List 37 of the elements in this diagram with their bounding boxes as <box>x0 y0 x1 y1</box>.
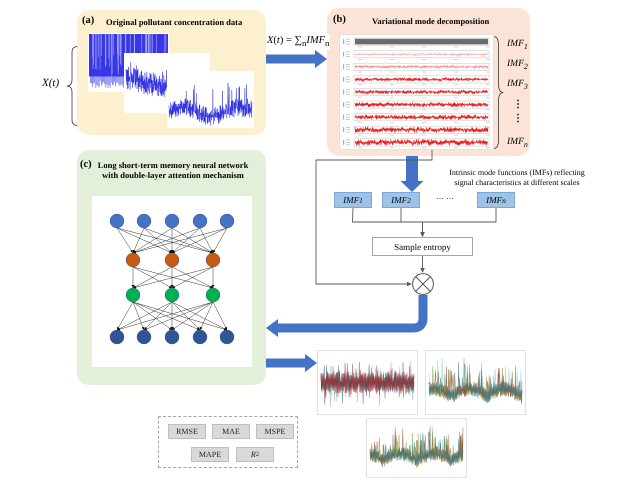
line-chart-picture <box>317 350 418 415</box>
block-arrow <box>266 295 428 337</box>
connector-arrow <box>420 256 425 273</box>
metric-chip: RMSE <box>168 424 206 439</box>
ellipsis: ⋮ <box>513 113 523 125</box>
metric-chip: MSPE <box>256 424 294 439</box>
imf-label: IMF$_{1}$ <box>507 39 528 51</box>
block-arrow <box>266 354 317 372</box>
panel-label: (b) <box>333 14 346 26</box>
panel <box>77 10 266 135</box>
line-chart-picture <box>425 350 526 415</box>
metric-chip: MAE <box>212 424 250 439</box>
signal-plots-picture <box>339 34 494 150</box>
annotation-text: Intrinsic mode functions (IMFs) reflecting signal characteristics at different scales <box>448 168 586 188</box>
process-box: Sample entropy <box>372 237 473 256</box>
panel-label: (c) <box>80 159 92 171</box>
ellipsis: ··· ··· <box>436 194 454 203</box>
panel-title: Original pollutant concentration data <box>106 17 242 27</box>
block-arrow <box>266 50 327 68</box>
imf-label: IMF$_{n}$ <box>507 137 528 149</box>
panel <box>327 8 530 156</box>
variable-label: X(t) <box>42 77 60 90</box>
connector-arrow <box>420 208 496 237</box>
panel-label: (a) <box>82 15 94 27</box>
panel-title: Variational mode decomposition <box>372 16 490 26</box>
multiply-symbol <box>412 273 434 295</box>
block-arrow <box>400 156 424 192</box>
imf-label: IMF$_{2}$ <box>507 59 528 71</box>
panel-title: Long short-term memory neural network with double-layer attention mechanism <box>97 160 249 180</box>
edge-label: X(t) = ∑$_{n}$IMF$_{n}$ <box>266 34 330 50</box>
metric-chip: MAPE <box>191 447 229 462</box>
imf-label: IMF$_{3}$ <box>507 79 528 91</box>
line-chart-picture <box>366 418 467 478</box>
panel <box>77 150 266 385</box>
ellipsis: ⋮ <box>513 99 523 111</box>
connector-arrow <box>316 150 432 286</box>
dashed-group-box <box>158 416 298 468</box>
